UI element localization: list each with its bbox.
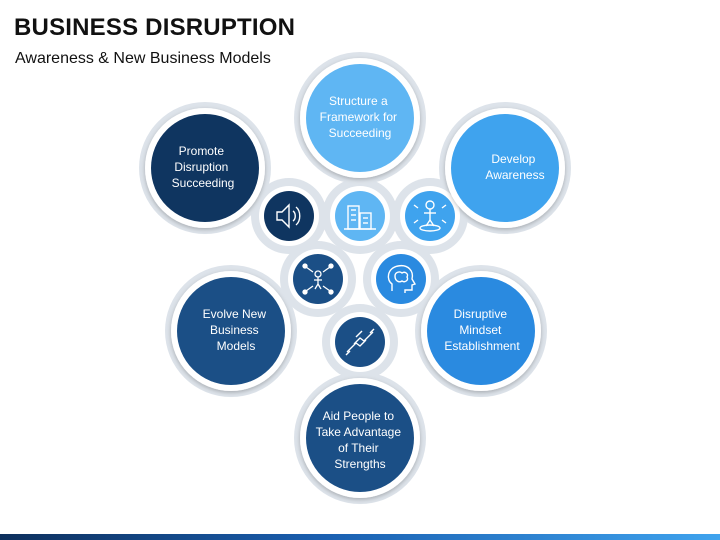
circle-promote: Promote Disruption Succeeding: [145, 108, 265, 228]
circle-develop: Develop Awareness: [445, 108, 565, 228]
brain-head-icon: [387, 264, 417, 293]
icon-circle-evolve: [288, 249, 348, 309]
page-subtitle: Awareness & New Business Models: [15, 50, 271, 67]
circle-structure: Structure a Framework for Succeeding: [300, 58, 420, 178]
circle-aid: Aid People to Take Advantage of Their St…: [300, 378, 420, 498]
circle-develop-label: Develop Awareness: [485, 152, 544, 182]
idea-person-icon: [413, 200, 447, 232]
icon-circle-aid: [330, 312, 390, 372]
circle-mindset-label: Disruptive Mindset Establishment: [444, 307, 520, 353]
icon-circle-mindset: [371, 249, 431, 309]
circle-evolve-label: Evolve New Business Models: [203, 307, 270, 353]
network-person-icon: [302, 263, 334, 295]
icon-circle-structure: [330, 186, 390, 246]
circle-structure-label: Structure a Framework for Succeeding: [320, 94, 401, 140]
office-buildings-icon: [344, 205, 376, 230]
speaker-icon: [276, 203, 301, 229]
circle-mindset: Disruptive Mindset Establishment: [421, 271, 541, 391]
icon-circle-develop: [400, 186, 460, 246]
page-title: BUSINESS DISRUPTION: [14, 14, 296, 41]
handshake-icon: [345, 328, 375, 356]
circle-promote-label: Promote Disruption Succeeding: [172, 144, 235, 190]
icon-circle-promote: [259, 186, 319, 246]
circle-aid-label: Aid People to Take Advantage of Their St…: [316, 409, 405, 471]
bottom-accent-bar: [0, 534, 720, 540]
circle-evolve: Evolve New Business Models: [171, 271, 291, 391]
